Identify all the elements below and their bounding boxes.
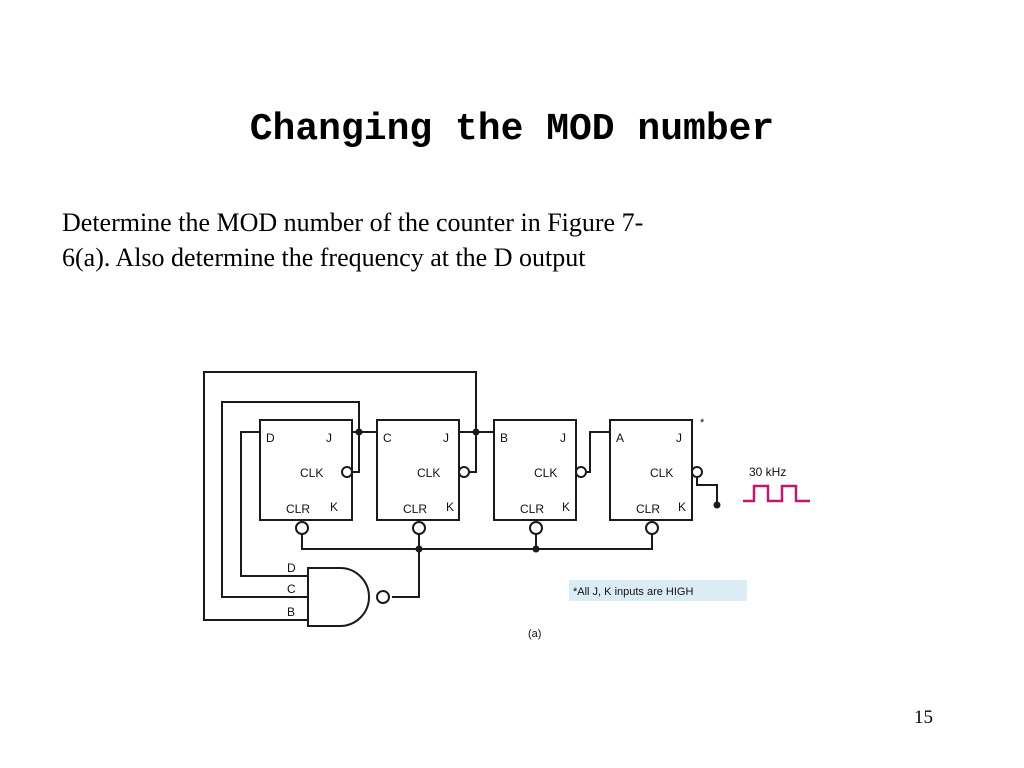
note-box <box>569 580 747 601</box>
ff-d-name: D <box>266 431 275 445</box>
figure-caption: (a) <box>528 628 541 640</box>
clr-bubble-a <box>645 521 659 535</box>
ff-c-name: C <box>383 431 392 445</box>
clr-bubble-d <box>295 521 309 535</box>
clock-signal-waveform <box>743 484 810 503</box>
paragraph-line-2: 6(a). Also determine the frequency at th… <box>62 243 586 272</box>
junction-dot <box>472 428 480 436</box>
asterisk-marker: * <box>700 417 705 429</box>
slide-paragraph: Determine the MOD number of the counter … <box>62 205 842 275</box>
ff-a-clk: CLK <box>650 466 673 480</box>
clock-frequency-label: 30 kHz <box>749 465 786 479</box>
clr-bus-wire <box>301 534 653 550</box>
b-to-c-clock-wire <box>469 432 477 473</box>
ff-b-j: J <box>560 431 566 445</box>
junction-dot <box>355 428 363 436</box>
junction-dot <box>713 501 721 509</box>
ff-b-clr: CLR <box>520 502 544 516</box>
nand-output-bubble <box>376 590 390 604</box>
ff-c-clr: CLR <box>403 502 427 516</box>
ff-c-j: J <box>443 431 449 445</box>
note-text: *All J, K inputs are HIGH <box>573 586 693 598</box>
ff-a-k: K <box>678 500 686 514</box>
clk-bubble-d <box>341 466 353 478</box>
c-to-d-clock-wire <box>352 432 360 473</box>
ff-a-clr: CLR <box>636 502 660 516</box>
clk-bubble-a <box>691 466 703 478</box>
ff-d-j: J <box>326 431 332 445</box>
junction-dot <box>532 545 540 553</box>
ff-b-clk: CLK <box>534 466 557 480</box>
ff-d-k: K <box>330 500 338 514</box>
nand-input-d-label: D <box>287 561 296 575</box>
junction-dot <box>415 545 423 553</box>
nand-gate <box>307 567 370 627</box>
nand-input-c-label: C <box>287 582 296 596</box>
slide-title: Changing the MOD number <box>249 108 775 151</box>
ff-d-clk: CLK <box>300 466 323 480</box>
b-feedback-wire <box>203 371 477 621</box>
ff-a-j: J <box>676 431 682 445</box>
nand-output-wire <box>392 549 420 598</box>
a-to-b-clock-wire <box>585 431 610 473</box>
d-feedback-wire <box>240 431 308 577</box>
clk-bubble-b <box>575 466 587 478</box>
ff-b-name: B <box>500 431 508 445</box>
paragraph-line-1: Determine the MOD number of the counter … <box>62 208 644 237</box>
ff-b-k: K <box>562 500 570 514</box>
ff-c-clk: CLK <box>417 466 440 480</box>
page-number: 15 <box>914 707 933 728</box>
ff-c-k: K <box>446 500 454 514</box>
c-feedback-wire <box>221 401 360 598</box>
clr-bubble-c <box>412 521 426 535</box>
ff-a-name: A <box>616 431 624 445</box>
clr-bubble-b <box>529 521 543 535</box>
clock-input-wire <box>696 477 718 503</box>
nand-input-b-label: B <box>287 605 295 619</box>
clk-bubble-c <box>458 466 470 478</box>
ff-d-clr: CLR <box>286 502 310 516</box>
